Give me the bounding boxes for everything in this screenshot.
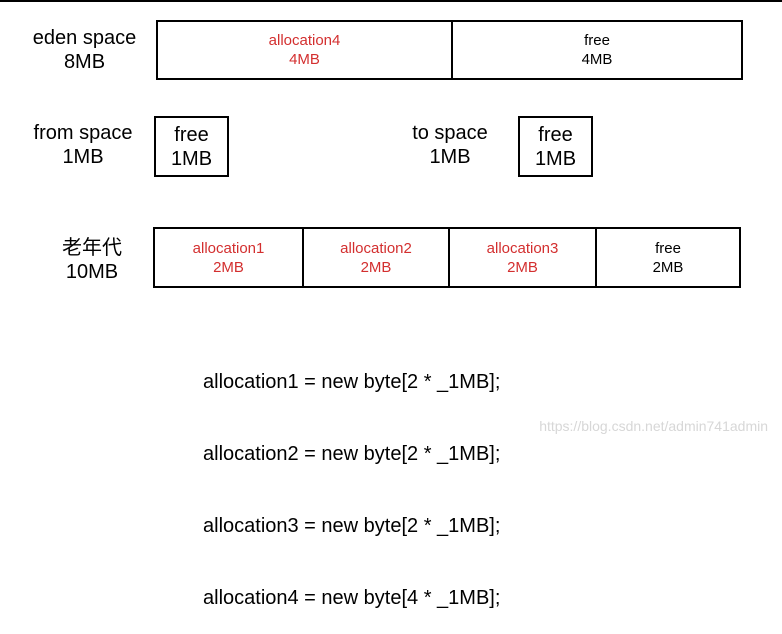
from-space-cell-free: free 1MB [156, 118, 227, 175]
from-space-title: from space [33, 122, 133, 144]
eden-cell-free: free 4MB [451, 22, 741, 78]
to-space-cell-name: free [538, 123, 573, 146]
eden-space-title: eden space [32, 27, 137, 49]
to-space-title: to space [412, 122, 488, 144]
to-space-box: free 1MB [518, 116, 593, 177]
eden-cell-name: free [584, 32, 610, 49]
old-gen-cell-name: free [655, 239, 681, 257]
to-space-cell-size: 1MB [534, 147, 577, 170]
old-gen-cell-name: allocation2 [340, 239, 412, 257]
old-gen-cell-size: 2MB [213, 258, 244, 276]
eden-space-box: allocation4 4MB free 4MB [156, 20, 743, 80]
from-space-cell-size: 1MB [170, 147, 213, 170]
old-gen-title: 老年代 [62, 237, 122, 259]
old-gen-size: 10MB [65, 261, 119, 283]
watermark: https://blog.csdn.net/admin741admin [539, 418, 768, 434]
allocation-code: allocation1 = new byte[2 * _1MB]; alloca… [203, 322, 500, 634]
old-gen-cell-size: 2MB [360, 258, 392, 276]
code-line-2: allocation2 = new byte[2 * _1MB]; [203, 443, 501, 465]
old-gen-box: allocation1 2MB allocation2 2MB allocati… [153, 227, 741, 288]
old-gen-cell-free: free 2MB [595, 229, 739, 286]
to-space-cell-free: free 1MB [520, 118, 591, 175]
eden-space-size: 8MB [63, 51, 106, 73]
from-space-cell-name: free [174, 123, 209, 146]
old-gen-cell-size: 2MB [652, 258, 684, 276]
code-line-3: allocation3 = new byte[2 * _1MB]; [203, 515, 501, 537]
old-gen-label: 老年代 10MB [55, 236, 129, 284]
to-space-size: 1MB [429, 146, 471, 168]
old-gen-cell-allocation2: allocation2 2MB [302, 229, 448, 286]
eden-cell-allocation4: allocation4 4MB [158, 22, 451, 78]
code-line-1: allocation1 = new byte[2 * _1MB]; [203, 371, 501, 393]
eden-cell-size: 4MB [289, 51, 320, 68]
old-gen-cell-allocation1: allocation1 2MB [155, 229, 302, 286]
eden-cell-size: 4MB [581, 51, 613, 68]
top-border-line [0, 0, 782, 2]
from-space-box: free 1MB [154, 116, 229, 177]
eden-space-label: eden space 8MB [22, 26, 147, 74]
to-space-label: to space 1MB [404, 121, 496, 169]
from-space-label: from space 1MB [26, 121, 140, 169]
old-gen-cell-name: allocation1 [192, 239, 265, 257]
old-gen-cell-size: 2MB [507, 258, 538, 276]
old-gen-cell-allocation3: allocation3 2MB [448, 229, 595, 286]
eden-cell-name: allocation4 [268, 32, 341, 49]
code-line-4: allocation4 = new byte[4 * _1MB]; [203, 587, 501, 609]
from-space-size: 1MB [62, 146, 104, 168]
old-gen-cell-name: allocation3 [486, 239, 559, 257]
